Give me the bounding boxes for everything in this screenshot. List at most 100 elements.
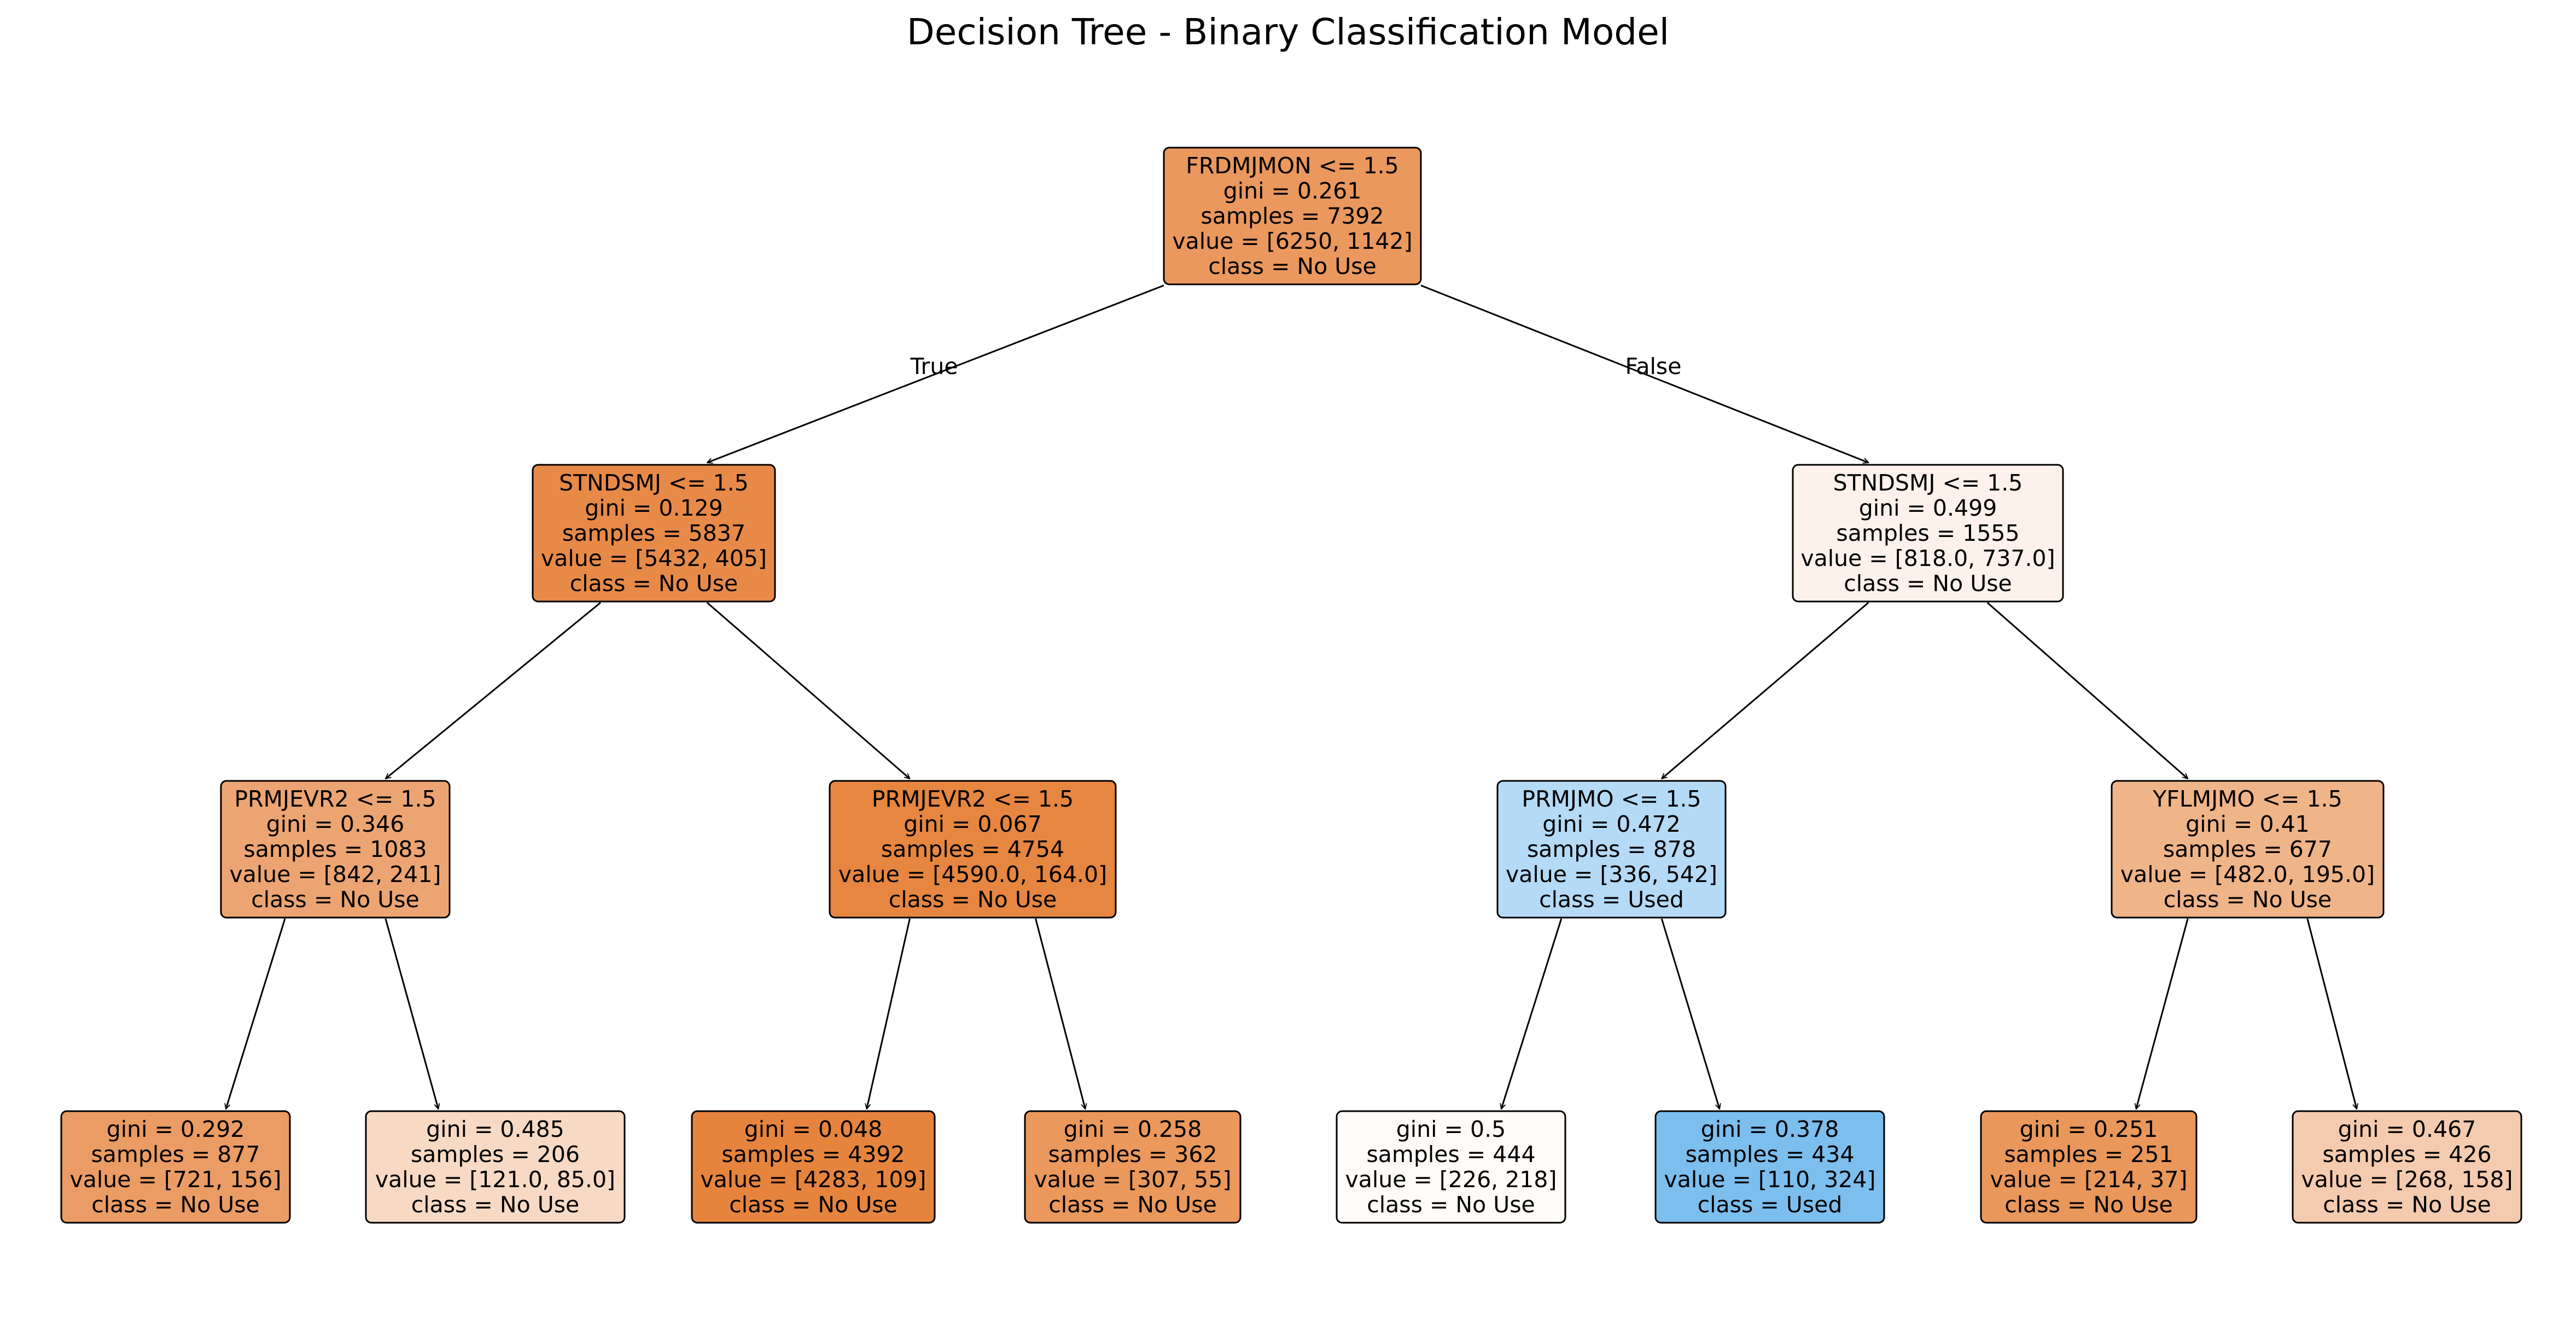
edge-label-true: True	[910, 353, 958, 380]
edge-6-to-14	[2306, 918, 2357, 1109]
node-box	[829, 780, 1117, 919]
node-text-line: class = Used	[1539, 886, 1684, 913]
node-text-line: gini = 0.258	[1064, 1116, 1202, 1142]
node-box	[1496, 780, 1727, 919]
edges-layer	[226, 284, 2357, 1109]
node-text-line: samples = 444	[1366, 1141, 1535, 1167]
node-box	[1024, 1110, 1242, 1224]
node-text-line: YFLMJMO <= 1.5	[2152, 786, 2342, 812]
node-text-line: gini = 0.5	[1396, 1116, 1506, 1142]
node-text-line: samples = 878	[1527, 836, 1696, 862]
node-text-line: gini = 0.499	[1859, 495, 1997, 521]
node-text-line: class = No Use	[1844, 570, 2012, 597]
node-text-line: samples = 4392	[721, 1141, 905, 1167]
node-text-line: samples = 206	[411, 1141, 580, 1167]
node-text-line: class = No Use	[1367, 1192, 1535, 1218]
node-text-line: STNDSMJ <= 1.5	[559, 470, 749, 496]
node-text-line: gini = 0.067	[904, 811, 1042, 837]
node-text-line: value = [6250, 1142]	[1172, 228, 1412, 254]
node-box	[1792, 464, 2064, 603]
edge-3-to-7	[226, 918, 286, 1109]
node-text-line: value = [4590.0, 164.0]	[838, 861, 1107, 888]
node-text-line: value = [110, 324]	[1664, 1166, 1876, 1193]
node-text-line: value = [482.0, 195.0]	[2120, 861, 2375, 888]
node-box	[691, 1110, 936, 1224]
node-text-line: samples = 426	[2322, 1141, 2491, 1167]
edge-3-to-8	[384, 918, 438, 1109]
node-text-line: samples = 5837	[562, 520, 745, 546]
node-text-line: class = No Use	[2164, 886, 2332, 913]
edge-2-to-5	[1662, 602, 1869, 779]
node-text-line: samples = 7392	[1200, 203, 1384, 229]
node-text-line: gini = 0.261	[1223, 178, 1362, 204]
node-text-line: class = No Use	[729, 1192, 897, 1218]
node-text-line: gini = 0.472	[1542, 811, 1681, 837]
node-text-line: samples = 877	[91, 1141, 260, 1167]
node-text-line: samples = 1555	[1836, 520, 2019, 546]
node-box	[1980, 1110, 2198, 1224]
edge-1-to-3	[386, 602, 601, 779]
node-text-line: gini = 0.346	[266, 811, 405, 837]
node-text-line: class = No Use	[1208, 253, 1377, 279]
node-text-line: value = [214, 37]	[1990, 1166, 2188, 1193]
node-text-line: class = No Use	[1048, 1192, 1217, 1218]
node-text-line: class = No Use	[2323, 1192, 2491, 1218]
node-text-line: gini = 0.292	[107, 1116, 245, 1142]
node-text-line: STNDSMJ <= 1.5	[1833, 470, 2023, 496]
node-text-line: value = [307, 55]	[1034, 1166, 1232, 1193]
node-box	[1654, 1110, 1885, 1224]
node-text-line: PRMJEVR2 <= 1.5	[234, 786, 436, 812]
node-text-line: class = No Use	[411, 1192, 580, 1218]
edge-1-to-4	[706, 602, 910, 779]
node-text-line: class = Used	[1698, 1192, 1843, 1218]
node-text-line: gini = 0.251	[2020, 1116, 2158, 1142]
node-text-line: value = [268, 158]	[2301, 1166, 2513, 1193]
node-text-line: value = [121.0, 85.0]	[375, 1166, 615, 1193]
node-text-line: gini = 0.485	[426, 1116, 564, 1142]
node-box	[60, 1110, 291, 1224]
node-box	[532, 464, 776, 603]
node-text-line: class = No Use	[2004, 1192, 2173, 1218]
node-text-line: value = [226, 218]	[1345, 1166, 1557, 1193]
edge-0-to-2	[1420, 284, 1868, 463]
node-box	[1336, 1110, 1566, 1224]
node-box	[220, 780, 451, 919]
node-text-line: samples = 362	[1048, 1141, 1217, 1167]
node-text-line: value = [842, 241]	[230, 861, 441, 888]
node-text-line: gini = 0.41	[2185, 811, 2310, 837]
node-text-line: value = [4283, 109]	[700, 1166, 926, 1193]
node-text-line: PRMJEVR2 <= 1.5	[872, 786, 1074, 812]
node-box	[365, 1110, 626, 1224]
page-title: Decision Tree - Binary Classification Mo…	[906, 11, 1670, 53]
node-box	[2111, 780, 2385, 919]
edge-0-to-1	[707, 284, 1164, 463]
node-text-line: FRDMJMON <= 1.5	[1186, 153, 1398, 179]
node-text-line: PRMJMO <= 1.5	[1522, 786, 1701, 812]
node-box	[2292, 1110, 2522, 1224]
node-text-line: class = No Use	[570, 570, 738, 597]
node-text-line: value = [721, 156]	[70, 1166, 282, 1193]
node-text-line: class = No Use	[251, 886, 419, 913]
node-text-line: samples = 1083	[243, 836, 427, 862]
node-text-line: value = [5432, 405]	[541, 545, 767, 571]
edge-label-false: False	[1625, 353, 1682, 380]
node-text-line: class = No Use	[91, 1192, 260, 1218]
node-text-line: samples = 677	[2163, 836, 2332, 862]
node-text-line: gini = 0.129	[585, 495, 723, 521]
node-text-line: gini = 0.378	[1701, 1116, 1839, 1142]
